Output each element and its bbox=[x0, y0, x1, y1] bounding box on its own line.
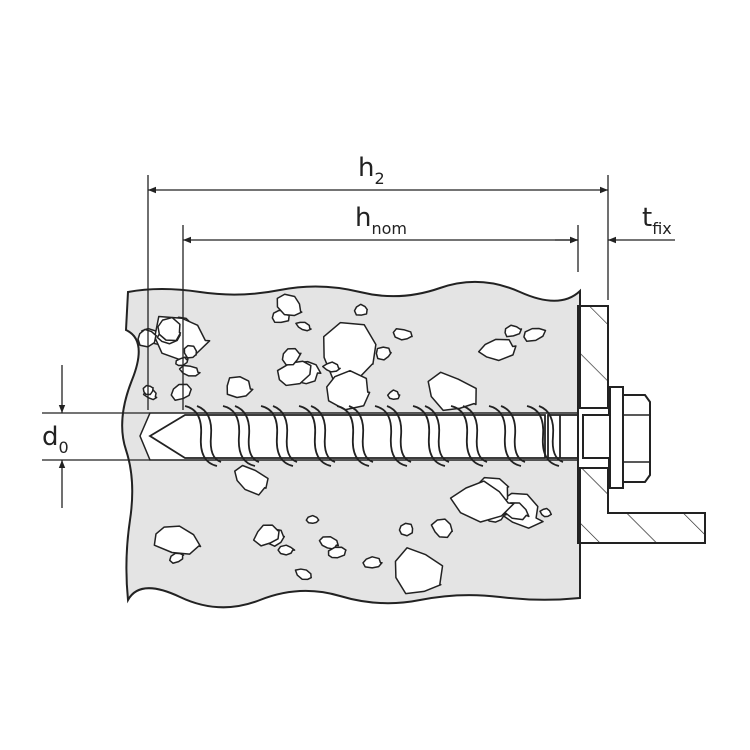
tfix-label: tfix bbox=[642, 203, 672, 238]
stone bbox=[276, 360, 312, 387]
stone bbox=[226, 375, 254, 399]
stone bbox=[170, 383, 193, 402]
stone bbox=[327, 546, 347, 559]
stone bbox=[427, 371, 477, 412]
stone bbox=[477, 338, 517, 362]
stone bbox=[398, 522, 414, 537]
stone bbox=[178, 364, 201, 377]
stone bbox=[539, 507, 553, 518]
stone bbox=[394, 547, 444, 595]
thread bbox=[374, 405, 412, 467]
thread bbox=[412, 405, 450, 467]
stone bbox=[276, 293, 303, 317]
thread bbox=[184, 405, 222, 467]
stone bbox=[386, 389, 401, 401]
stone bbox=[252, 524, 280, 547]
stone bbox=[157, 316, 182, 342]
fixture-angle bbox=[577, 305, 706, 544]
stone bbox=[277, 544, 296, 556]
stone bbox=[175, 356, 189, 367]
stone bbox=[153, 525, 202, 555]
stone bbox=[326, 369, 371, 411]
stone bbox=[281, 347, 302, 366]
washer-and-hex-head bbox=[609, 386, 651, 489]
stone bbox=[430, 518, 453, 539]
thread bbox=[260, 405, 298, 467]
stone bbox=[137, 328, 158, 348]
stone bbox=[523, 327, 547, 343]
hnom-label: hnom bbox=[355, 203, 407, 238]
thread bbox=[488, 405, 526, 467]
thread bbox=[450, 405, 488, 467]
stone bbox=[295, 321, 312, 332]
stone bbox=[321, 361, 341, 373]
d0-label: d0 bbox=[42, 422, 69, 457]
thread bbox=[298, 405, 336, 467]
stone bbox=[294, 568, 313, 581]
stone bbox=[318, 535, 340, 550]
stone bbox=[375, 346, 392, 361]
stone bbox=[353, 303, 369, 316]
stone bbox=[392, 327, 413, 341]
stone bbox=[362, 556, 383, 569]
stone bbox=[168, 552, 185, 564]
thread bbox=[222, 405, 260, 467]
h2-label: h2 bbox=[358, 153, 385, 188]
thread bbox=[336, 405, 374, 467]
stone bbox=[234, 464, 269, 496]
dimension-lines bbox=[42, 175, 675, 508]
stone bbox=[305, 514, 320, 525]
stone bbox=[183, 344, 198, 359]
aggregate-stones bbox=[137, 293, 553, 595]
thread bbox=[526, 405, 564, 467]
concrete-screw bbox=[148, 405, 611, 467]
stone bbox=[504, 324, 523, 338]
stone bbox=[449, 480, 515, 523]
